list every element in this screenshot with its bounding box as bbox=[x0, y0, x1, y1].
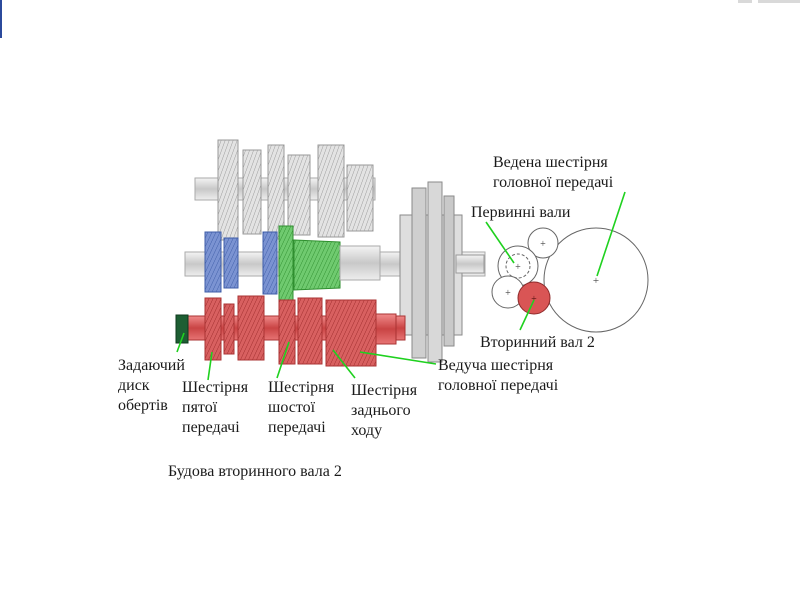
input-shaft-end bbox=[455, 254, 485, 274]
diagram-caption: Будова вторинного вала 2 bbox=[168, 463, 342, 480]
window-control-mark bbox=[738, 0, 752, 3]
driven-gear-circle bbox=[543, 227, 649, 333]
leader-fifth-gear bbox=[207, 351, 213, 381]
label-reverse-gear: Шестірня заднього ходу bbox=[351, 382, 418, 439]
drive-gear-stub bbox=[375, 313, 397, 345]
leader-sixth-gear bbox=[276, 341, 290, 379]
window-control-mark bbox=[758, 0, 800, 3]
fifth-gear-blue bbox=[262, 231, 278, 295]
secondary-shaft-2-circle bbox=[517, 281, 551, 315]
svg-text:+: + bbox=[505, 288, 511, 299]
leader-driven-gear bbox=[596, 191, 626, 277]
upper-gear bbox=[317, 144, 345, 238]
svg-text:+: + bbox=[593, 275, 599, 287]
upper-gear bbox=[242, 149, 262, 235]
sixth-gear-green bbox=[293, 239, 341, 291]
primary-shaft-hub bbox=[339, 245, 381, 281]
sixth-gear bbox=[278, 299, 296, 365]
clutch-housing bbox=[399, 181, 485, 363]
sixth-gear bbox=[297, 297, 323, 365]
label-sixth-gear: Шестірня шостої передачі bbox=[268, 379, 335, 436]
fifth-gear-blue bbox=[223, 237, 239, 289]
fifth-gear-collar bbox=[237, 295, 265, 361]
label-fifth-gear: Шестірня пятої передачі bbox=[182, 379, 249, 436]
label-primary-shafts: Первинні вали bbox=[471, 204, 571, 221]
clutch-plate bbox=[427, 181, 443, 363]
label-secondary-shaft: Вторинний вал 2 bbox=[480, 334, 595, 351]
leader-speed-disk bbox=[176, 332, 185, 353]
leader-drive-gear bbox=[359, 351, 437, 365]
svg-text:+: + bbox=[515, 262, 521, 273]
upper-gear bbox=[217, 139, 239, 241]
sixth-gear-green bbox=[278, 225, 294, 303]
window-edge-marker bbox=[0, 0, 2, 38]
gear-layout-scheme: + + + + + bbox=[491, 227, 649, 333]
clutch-plate bbox=[443, 195, 455, 347]
upper-shaft-assembly bbox=[194, 139, 376, 241]
svg-text:+: + bbox=[531, 294, 537, 305]
fifth-gear bbox=[223, 303, 235, 355]
leader-secondary-shaft bbox=[519, 299, 535, 331]
leader-reverse-gear bbox=[332, 349, 356, 379]
upper-gear bbox=[287, 154, 311, 236]
upper-gear bbox=[346, 164, 374, 232]
speed-sensor-disk bbox=[175, 314, 189, 344]
svg-text:+: + bbox=[540, 239, 546, 250]
secondary-shaft-2 bbox=[175, 295, 406, 367]
clutch-plate bbox=[411, 187, 427, 359]
reverse-gear bbox=[325, 299, 377, 367]
label-drive-gear: Ведуча шестірня головної передачі bbox=[438, 357, 559, 394]
leader-primary-shafts bbox=[485, 221, 515, 264]
leader-lines bbox=[176, 191, 626, 381]
label-driven-gear: Ведена шестірня головної передачі bbox=[493, 154, 614, 191]
fifth-gear bbox=[204, 297, 222, 361]
primary-shaft-inner-circle bbox=[505, 253, 531, 279]
fifth-gear-blue bbox=[204, 231, 222, 293]
shaft-circle bbox=[527, 227, 559, 259]
label-speed-disk: Задаючий диск обертів bbox=[118, 357, 185, 414]
upper-gear bbox=[267, 144, 285, 240]
